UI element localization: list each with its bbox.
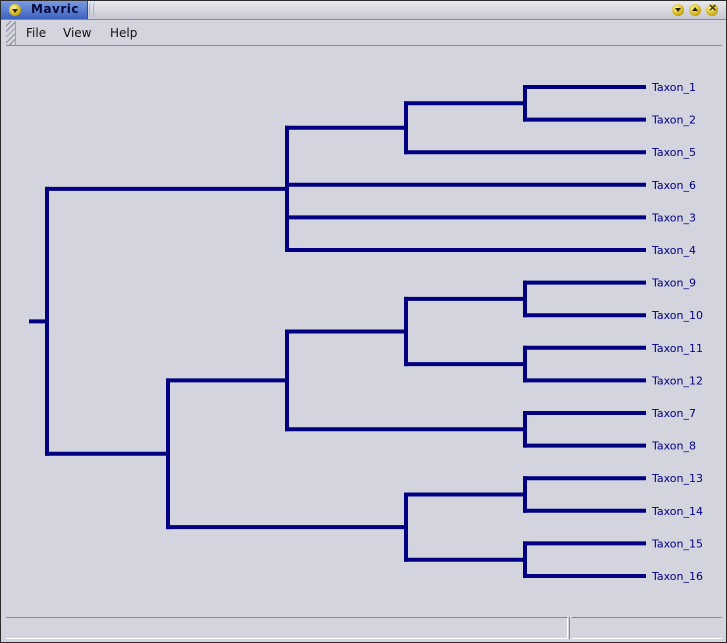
menu-help[interactable]: Help <box>110 26 138 40</box>
menubar-grip-handle[interactable] <box>6 21 16 45</box>
taxon-label[interactable]: Taxon_1 <box>651 81 696 94</box>
menu-bar: File View Help <box>6 21 722 46</box>
taxon-label[interactable]: Taxon_6 <box>651 179 696 192</box>
taxon-label[interactable]: Taxon_2 <box>651 114 696 127</box>
menu-view[interactable]: View <box>63 26 92 40</box>
phylogenetic-tree[interactable]: Taxon_1Taxon_2Taxon_5Taxon_6Taxon_3Taxon… <box>6 47 722 615</box>
title-bar[interactable]: Mavric <box>1 1 726 20</box>
menu-file[interactable]: File <box>26 26 47 40</box>
window-menu-icon[interactable] <box>9 4 21 16</box>
close-button[interactable] <box>706 1 718 16</box>
status-field-main <box>6 617 568 639</box>
taxon-label[interactable]: Taxon_12 <box>651 374 703 387</box>
taxon-label[interactable]: Taxon_5 <box>651 146 696 159</box>
taxon-label[interactable]: Taxon_10 <box>651 309 703 322</box>
taxon-label[interactable]: Taxon_14 <box>651 505 703 518</box>
maximize-button[interactable] <box>689 4 701 16</box>
taxon-label[interactable]: Taxon_16 <box>651 570 703 583</box>
taxon-label[interactable]: Taxon_9 <box>651 277 696 290</box>
status-bar <box>6 617 722 639</box>
taxon-label[interactable]: Taxon_8 <box>651 440 696 453</box>
taxon-label[interactable]: Taxon_11 <box>651 342 703 355</box>
taxon-label[interactable]: Taxon_15 <box>651 537 703 550</box>
window-title: Mavric <box>31 2 80 16</box>
title-tab-decoration <box>87 1 99 19</box>
taxon-label[interactable]: Taxon_7 <box>651 407 696 420</box>
status-divider <box>569 617 570 639</box>
taxon-label[interactable]: Taxon_3 <box>651 211 696 224</box>
status-field-secondary <box>572 617 722 639</box>
title-tab[interactable]: Mavric <box>1 1 88 19</box>
taxon-label[interactable]: Taxon_4 <box>651 244 696 257</box>
minimize-button[interactable] <box>672 4 684 16</box>
taxon-label[interactable]: Taxon_13 <box>651 472 703 485</box>
